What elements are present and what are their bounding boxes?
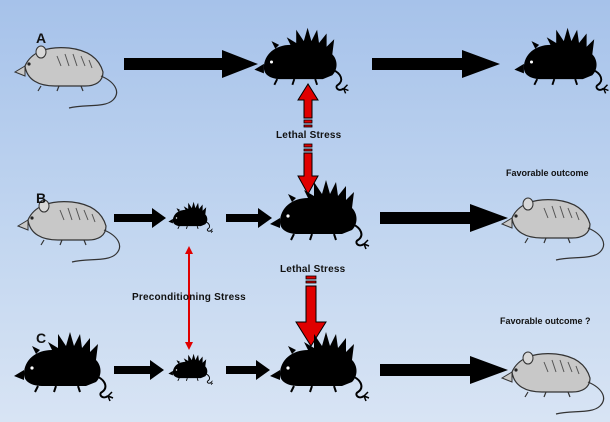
- flow-arrow: [114, 360, 164, 380]
- row-label-b: B: [36, 190, 47, 206]
- stressed-rat-icon: [269, 331, 370, 402]
- stressed-rat-icon: [253, 26, 350, 95]
- flow-arrow: [380, 356, 508, 384]
- lethal-stress-arrow-lower: [295, 275, 327, 347]
- stressed-rat-icon: [167, 201, 214, 234]
- stressed-rat-icon: [513, 26, 610, 95]
- row-label-c: C: [36, 330, 47, 346]
- favorable-outcome-question-label: Favorable outcome ?: [500, 316, 591, 326]
- stressed-rat-icon: [13, 331, 114, 402]
- healthy-rat-icon: [501, 351, 605, 415]
- flow-arrow: [226, 360, 270, 380]
- favorable-outcome-label: Favorable outcome: [506, 168, 589, 178]
- lethal-stress-label: Lethal Stress: [280, 264, 346, 275]
- stressed-rat-icon: [269, 179, 370, 250]
- preconditioning-stress-label: Preconditioning Stress: [132, 292, 246, 303]
- flow-arrow: [124, 50, 258, 78]
- flow-arrow: [372, 50, 500, 78]
- healthy-rat-icon: [14, 45, 118, 109]
- flow-arrow: [380, 204, 508, 232]
- row-label-a: A: [36, 30, 47, 46]
- stressed-rat-icon: [167, 353, 214, 386]
- flow-arrow: [114, 208, 166, 228]
- lethal-stress-arrow-upper: [297, 83, 319, 196]
- flow-arrow: [226, 208, 272, 228]
- healthy-rat-icon: [17, 199, 121, 263]
- healthy-rat-icon: [501, 197, 605, 261]
- lethal-stress-label: Lethal Stress: [276, 130, 342, 141]
